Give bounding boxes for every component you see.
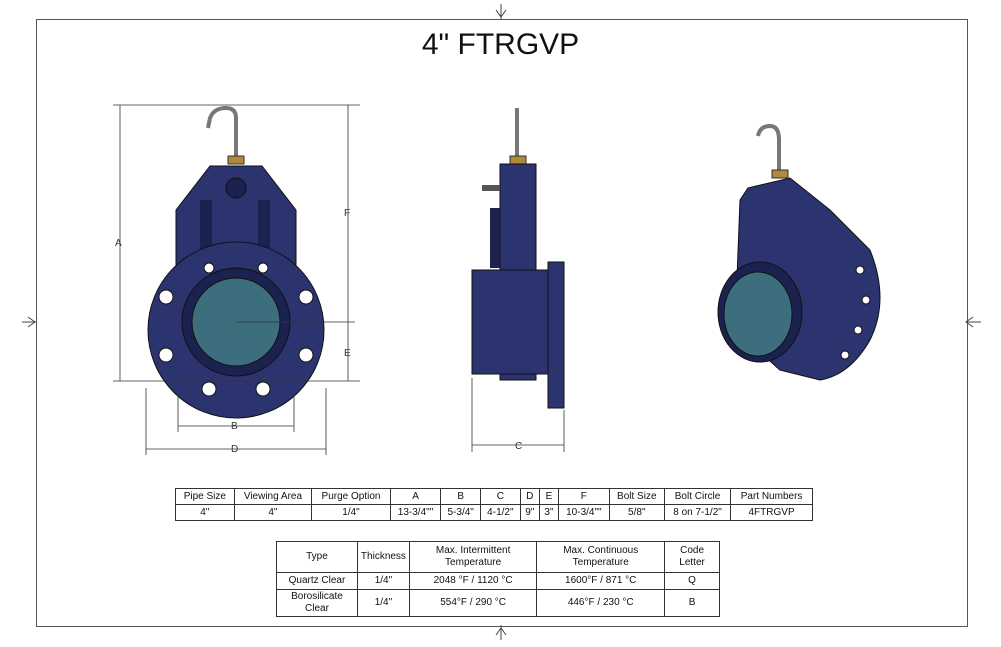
table-cell: Borosilicate Clear: [276, 589, 358, 617]
table-row: Borosilicate Clear 1/4" 554°F / 290 °C 4…: [276, 589, 720, 617]
table-cell: 1/4": [356, 572, 410, 590]
table-header-cell: Thickness: [356, 541, 410, 573]
table-cell: 2048 °F / 1120 °C: [408, 572, 538, 590]
table-cell: 5/8": [608, 504, 665, 521]
table-header-cell: Pipe Size: [175, 488, 235, 505]
table-header-cell: Bolt Circle: [663, 488, 732, 505]
table-header-cell: B: [440, 488, 481, 505]
table-cell: 4": [175, 504, 235, 521]
table-cell: 1/4": [311, 504, 391, 521]
dim-label-f: F: [344, 208, 350, 219]
side-pipe: [471, 269, 549, 375]
table-cell: Q: [664, 572, 720, 590]
handle-rod: [206, 105, 238, 158]
table-cell: 4": [233, 504, 313, 521]
dim-label-a: A: [115, 238, 122, 249]
table-header-row: Type Thickness Max. Intermittent Tempera…: [276, 541, 720, 573]
table-cell: 3": [538, 504, 560, 521]
table-cell: 10-3/4"": [558, 504, 610, 521]
table-cell: 8 on 7-1/2": [663, 504, 732, 521]
iso-view: [717, 123, 881, 381]
dim-label-d: D: [231, 444, 238, 455]
side-flange: [547, 261, 565, 409]
table-cell: 4FTRGVP: [730, 504, 813, 521]
center-mark-top: [495, 4, 507, 19]
table-header-cell: Purge Option: [311, 488, 391, 505]
table-header-cell: Part Numbers: [730, 488, 813, 505]
dim-label-b: B: [231, 421, 238, 432]
side-view: C: [471, 108, 565, 452]
table-cell: 13-3/4"": [389, 504, 442, 521]
front-view: A F E B D: [113, 104, 360, 455]
table-header-cell: D: [519, 488, 540, 505]
table-header-cell: A: [389, 488, 442, 505]
table-header-cell: F: [558, 488, 610, 505]
center-mark-right: [965, 316, 981, 328]
dim-label-e: E: [344, 348, 351, 359]
drawing-title: 4" FTRGVP: [421, 28, 580, 61]
table-cell: B: [664, 589, 720, 617]
table-cell: 9": [519, 504, 540, 521]
table-header-cell: Code Letter: [664, 541, 720, 573]
table-cell: 5-3/4": [440, 504, 481, 521]
table-cell: 554°F / 290 °C: [408, 589, 538, 617]
table-cell: Quartz Clear: [276, 572, 358, 590]
table-row: 4" 4" 1/4" 13-3/4"" 5-3/4" 4-1/2" 9" 3" …: [175, 504, 813, 521]
table-header-cell: Viewing Area: [233, 488, 313, 505]
table-header-cell: Type: [276, 541, 358, 573]
table-header-cell: Max. Intermittent Temperature: [408, 541, 538, 573]
table-header-row: Pipe Size Viewing Area Purge Option A B …: [175, 488, 813, 505]
table-row: Quartz Clear 1/4" 2048 °F / 1120 °C 1600…: [276, 572, 720, 590]
brass-nut: [227, 155, 245, 165]
iso-sight-glass: [723, 271, 793, 357]
table-header-cell: E: [538, 488, 560, 505]
center-mark-bottom: [495, 625, 507, 640]
center-mark-left: [22, 316, 36, 328]
glass-table: Type Thickness Max. Intermittent Tempera…: [276, 541, 720, 617]
table-cell: 1/4": [356, 589, 410, 617]
table-cell: 446°F / 230 °C: [536, 589, 666, 617]
table-header-cell: C: [480, 488, 521, 505]
table-cell: 4-1/2": [480, 504, 521, 521]
table-cell: 1600°F / 871 °C: [536, 572, 666, 590]
table-header-cell: Max. Continuous Temperature: [536, 541, 666, 573]
dimensions-table: Pipe Size Viewing Area Purge Option A B …: [175, 488, 813, 521]
dim-label-c: C: [515, 441, 522, 452]
table-header-cell: Bolt Size: [608, 488, 665, 505]
